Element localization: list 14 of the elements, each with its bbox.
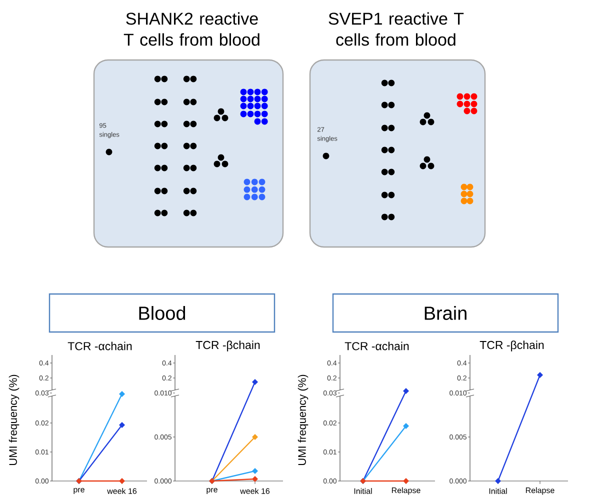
tick-label: pre <box>206 488 218 494</box>
panel-title: SHANK2 reactive T cells from blood <box>124 12 260 46</box>
tick-label: Initial <box>489 488 507 494</box>
axis-title: UMI frequency (%) <box>298 374 308 465</box>
tick-label: week 16 <box>240 488 270 494</box>
tick-label: Relapse <box>392 487 420 495</box>
tick-label: pre <box>74 488 84 494</box>
header-box: Brain <box>332 293 559 333</box>
axis-title: UMI frequency (%) <box>8 374 20 465</box>
tick-label: week 16 <box>107 488 137 494</box>
tick-label: Relapse <box>526 487 554 495</box>
panel-title: SVEP1 reactive T cells from blood <box>328 12 464 46</box>
tick-label: Initial <box>354 488 372 494</box>
header-box: Blood <box>48 293 276 333</box>
